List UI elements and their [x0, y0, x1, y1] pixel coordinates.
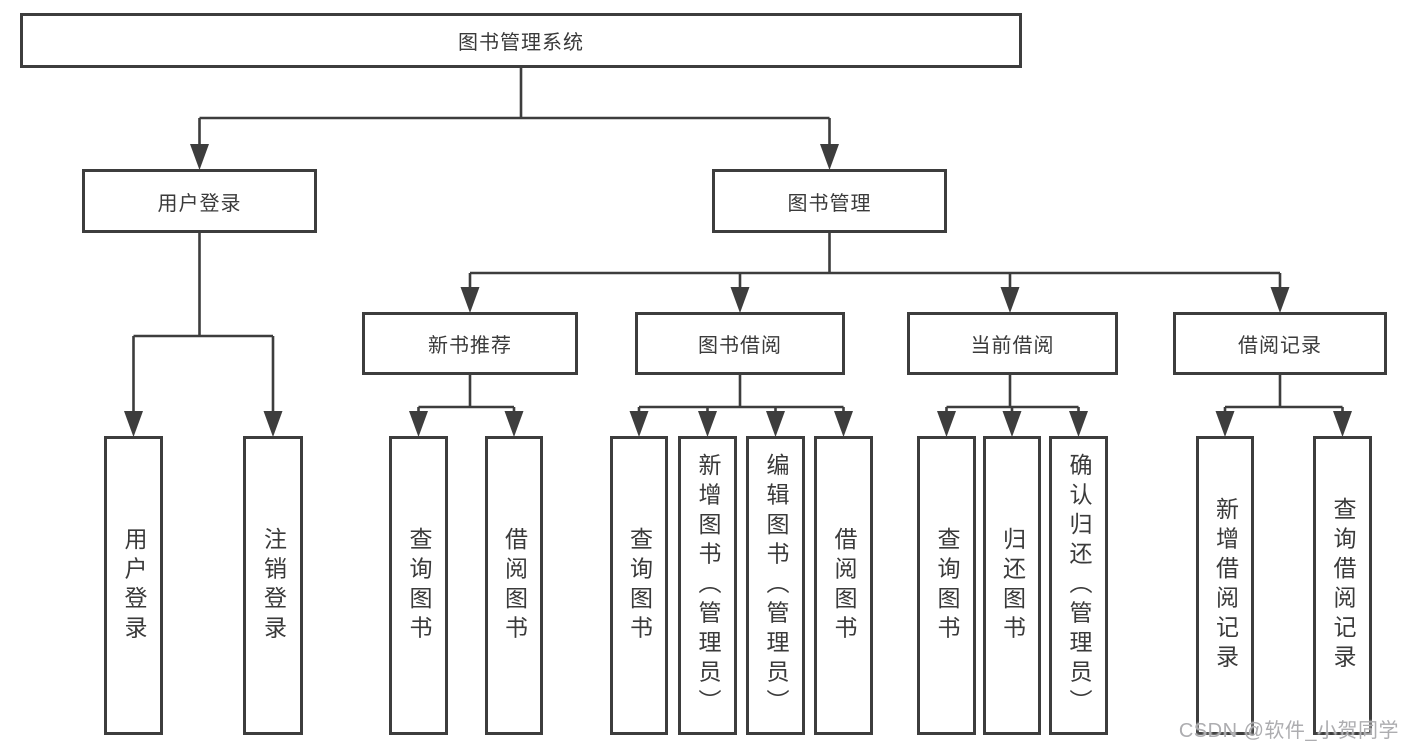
- leaf-borrow-books-recommend: 借阅图书: [485, 436, 543, 735]
- leaf-query-books-current-label: 查询图书: [934, 526, 960, 645]
- node-user-login: 用户登录: [82, 169, 317, 233]
- leaf-query-books-borrowing-label: 查询图书: [626, 526, 653, 645]
- node-user-login-label: 用户登录: [157, 192, 242, 215]
- node-library-management-system: 图书管理系统: [20, 13, 1022, 68]
- leaf-add-borrow-record-label: 新增借阅记录: [1212, 497, 1239, 674]
- leaf-borrow-books-recommend-label: 借阅图书: [501, 526, 528, 645]
- node-current-borrowing: 当前借阅: [907, 312, 1118, 375]
- leaf-query-books-recommend: 查询图书: [389, 436, 448, 735]
- leaf-borrow-books-borrowing: 借阅图书: [814, 436, 873, 735]
- leaf-edit-book-admin: 编辑图书（管理员）: [746, 436, 805, 735]
- leaf-add-borrow-record: 新增借阅记录: [1196, 436, 1254, 735]
- leaf-confirm-return-admin-label: 确认归还（管理员）: [1066, 453, 1092, 718]
- leaf-add-book-admin-label: 新增图书（管理员）: [695, 453, 721, 718]
- leaf-query-books-current: 查询图书: [917, 436, 976, 735]
- node-book-management-label: 图书管理: [787, 192, 872, 215]
- leaf-query-books-recommend-label: 查询图书: [406, 526, 432, 645]
- csdn-watermark: CSDN @软件_小贺同学: [1178, 720, 1399, 742]
- leaf-logout: 注销登录: [243, 436, 303, 735]
- node-borrowing-records-label: 借阅记录: [1238, 335, 1322, 357]
- leaf-query-books-borrowing: 查询图书: [610, 436, 668, 735]
- leaf-return-books-label: 归还图书: [999, 526, 1026, 645]
- node-borrowing-records: 借阅记录: [1173, 312, 1387, 375]
- node-new-book-recommendation-label: 新书推荐: [428, 335, 512, 357]
- leaf-user-login-label: 用户登录: [121, 526, 147, 645]
- leaf-query-borrow-record-label: 查询借阅记录: [1330, 497, 1356, 674]
- leaf-edit-book-admin-label: 编辑图书（管理员）: [763, 453, 789, 718]
- leaf-logout-label: 注销登录: [260, 526, 287, 645]
- leaf-user-login: 用户登录: [104, 436, 163, 735]
- node-book-management: 图书管理: [712, 169, 947, 233]
- node-new-book-recommendation: 新书推荐: [362, 312, 578, 375]
- leaf-query-borrow-record: 查询借阅记录: [1313, 436, 1372, 735]
- node-book-borrowing-label: 图书借阅: [698, 335, 782, 357]
- leaf-return-books: 归还图书: [983, 436, 1041, 735]
- leaf-confirm-return-admin: 确认归还（管理员）: [1049, 436, 1108, 735]
- node-library-management-system-label: 图书管理系统: [458, 32, 584, 54]
- leaf-add-book-admin: 新增图书（管理员）: [678, 436, 737, 735]
- node-current-borrowing-label: 当前借阅: [970, 335, 1055, 357]
- leaf-borrow-books-borrowing-label: 借阅图书: [831, 526, 857, 645]
- node-book-borrowing: 图书借阅: [635, 312, 845, 375]
